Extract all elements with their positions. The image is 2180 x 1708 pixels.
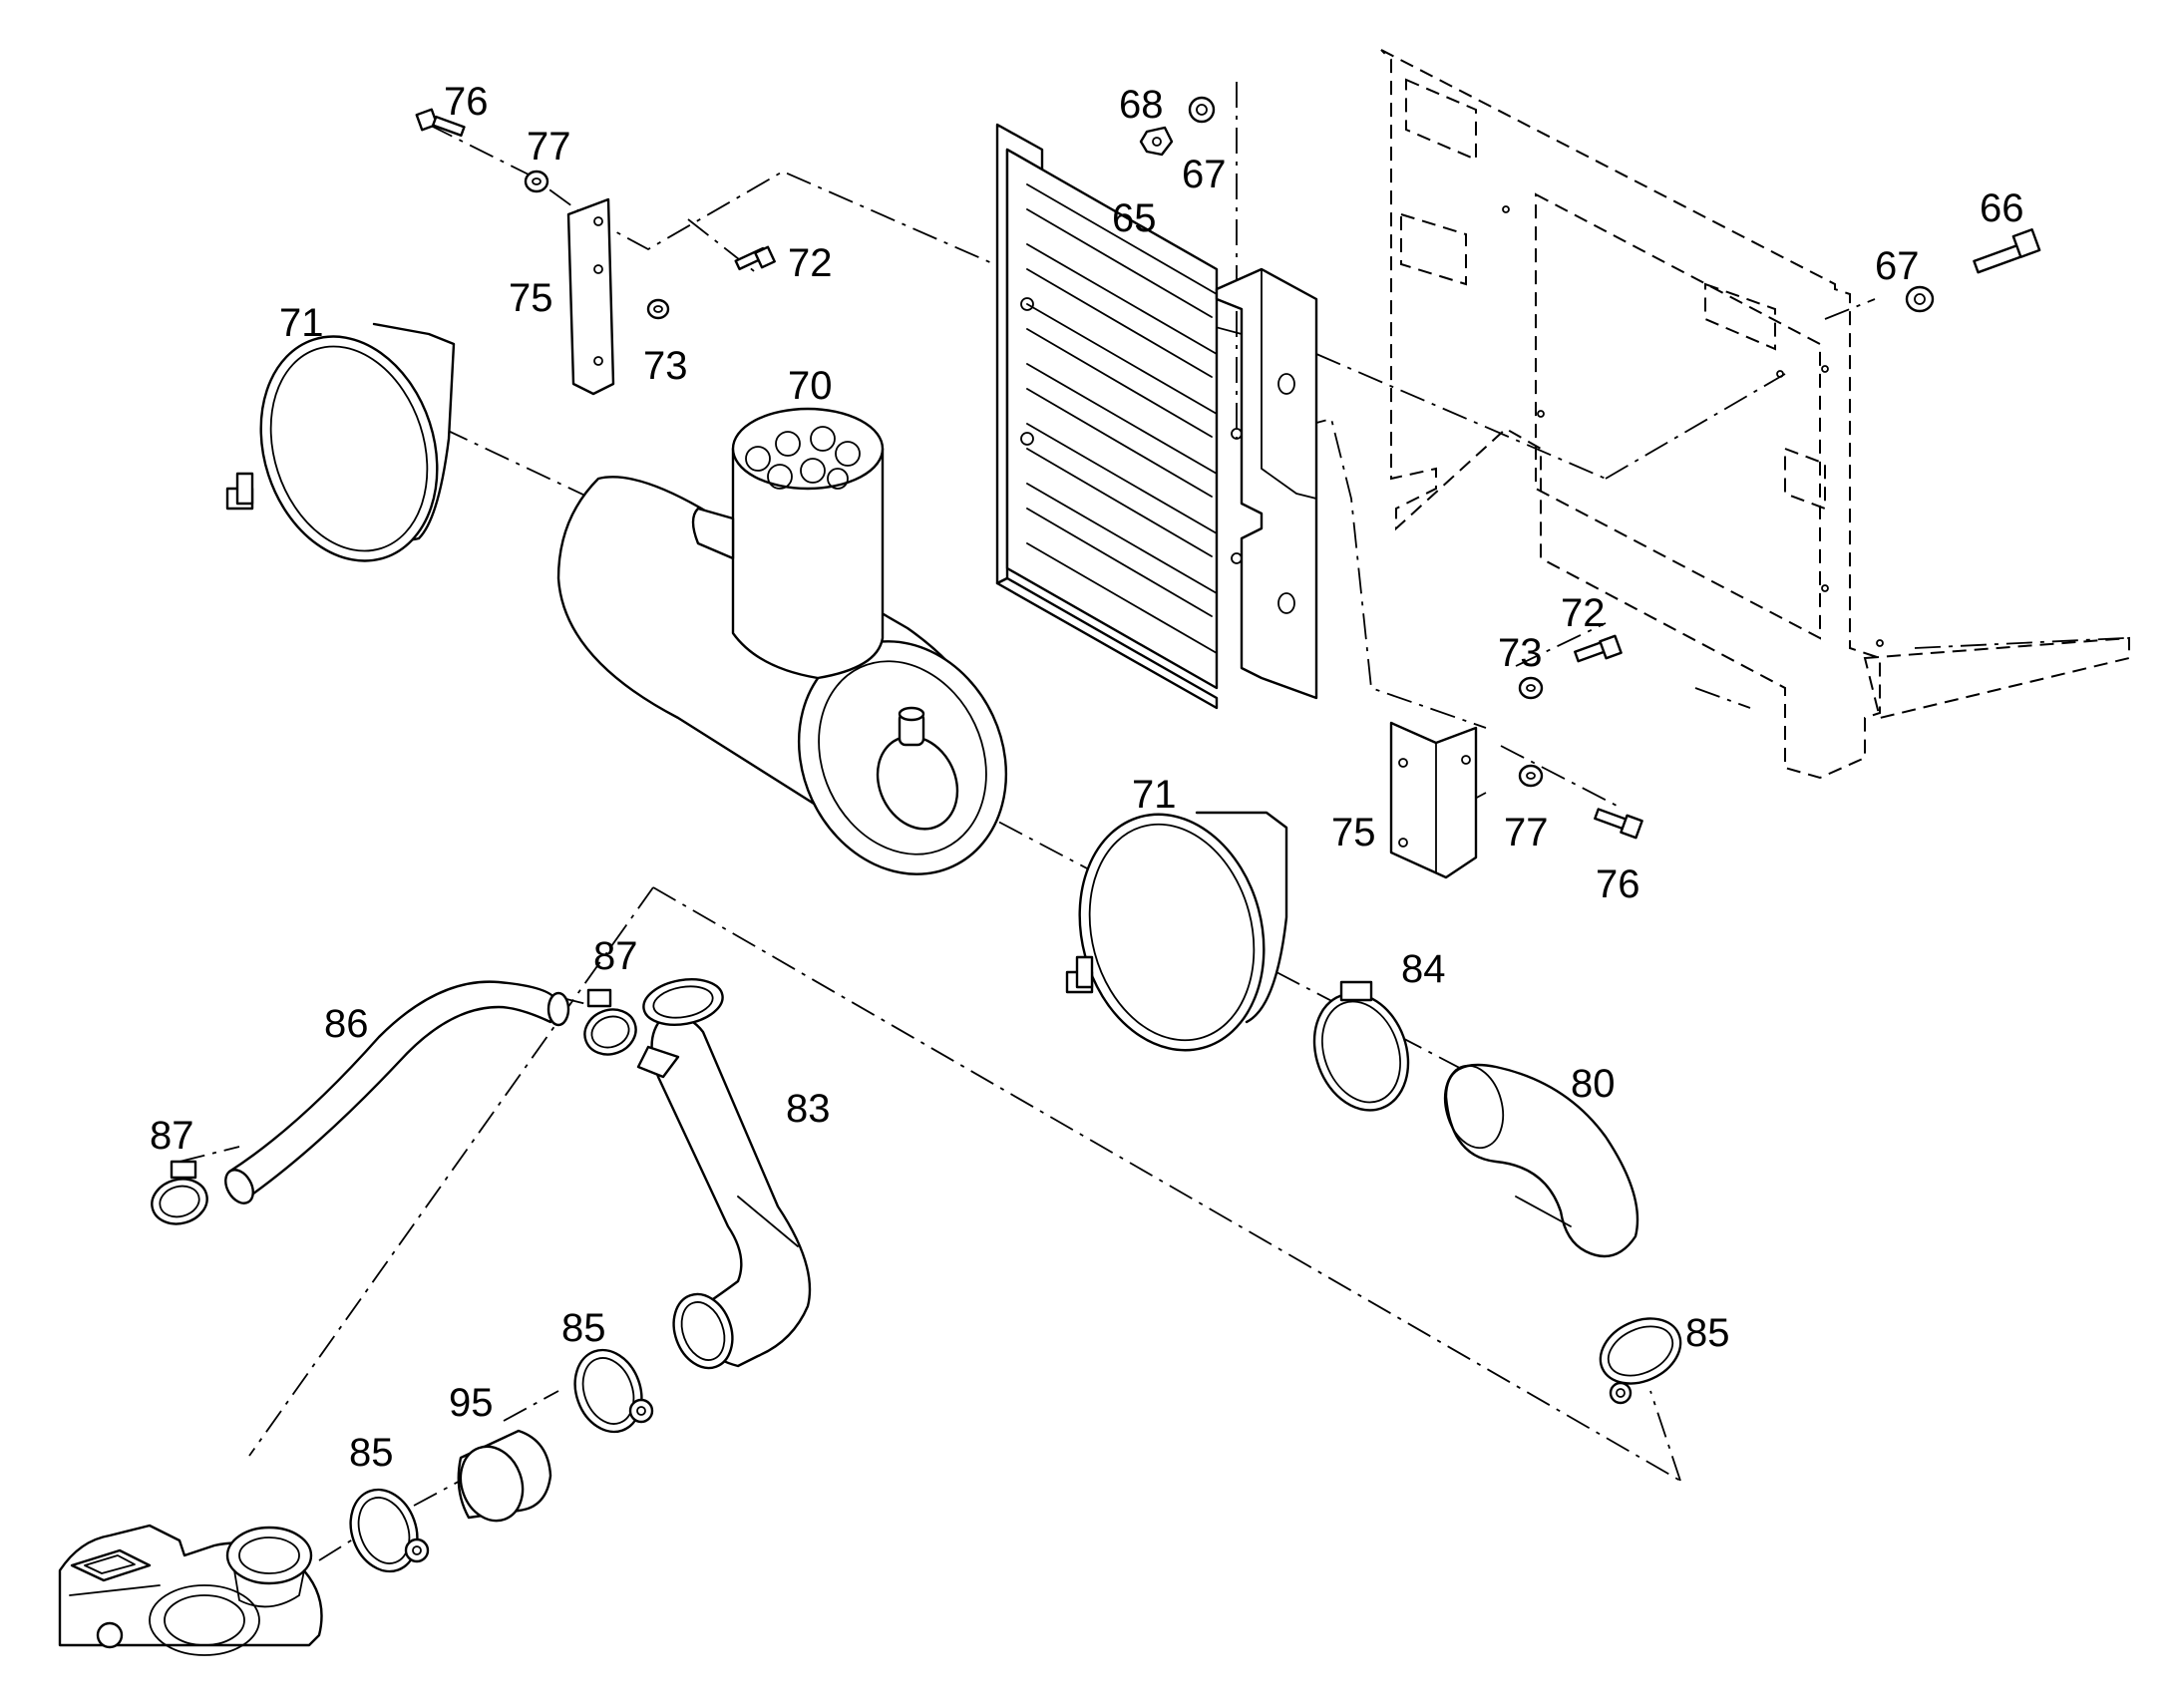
band-clamp-right xyxy=(1065,811,1288,1052)
callout-73: 73 xyxy=(1498,631,1543,675)
air-filter xyxy=(556,407,1008,875)
hose-clamp-85-middle xyxy=(573,1348,654,1434)
callout-72: 72 xyxy=(1561,591,1606,635)
callout-83: 83 xyxy=(786,1087,831,1131)
callout-65: 65 xyxy=(1112,196,1157,240)
callout-85: 85 xyxy=(561,1306,606,1350)
callout-67: 67 xyxy=(1182,153,1227,196)
elbow-hose-80 xyxy=(1443,1063,1639,1258)
callout-66: 66 xyxy=(1980,186,2024,230)
callout-87: 87 xyxy=(593,934,638,978)
small-clamp-87-lower xyxy=(151,1160,208,1225)
callout-68: 68 xyxy=(1119,83,1164,127)
hose-clamp-84 xyxy=(1312,980,1410,1112)
sleeve-95 xyxy=(457,1429,552,1523)
hose-clamp-85-right xyxy=(1599,1317,1682,1405)
mounting-bracket-left xyxy=(566,197,615,396)
callout-77: 77 xyxy=(1504,811,1549,854)
callout-labels: 65 66 67 67 68 70 71 71 72 72 73 73 75 7… xyxy=(150,80,2024,1475)
callout-75: 75 xyxy=(1331,811,1376,854)
callout-73: 73 xyxy=(643,344,688,388)
fasteners xyxy=(415,96,2041,840)
callout-85: 85 xyxy=(349,1431,394,1475)
callout-86: 86 xyxy=(324,1002,369,1046)
callout-71: 71 xyxy=(279,301,324,345)
callout-76: 76 xyxy=(1596,862,1640,906)
callout-76: 76 xyxy=(444,80,489,124)
callout-71: 71 xyxy=(1132,773,1177,817)
hose-86 xyxy=(224,980,570,1204)
callout-70: 70 xyxy=(788,364,833,408)
callout-95: 95 xyxy=(449,1381,494,1425)
small-clamp-87-upper xyxy=(583,988,637,1056)
callout-77: 77 xyxy=(527,125,571,169)
louver-panel xyxy=(995,123,1318,710)
callout-75: 75 xyxy=(509,276,553,320)
hose-clamp-85-lower xyxy=(349,1488,430,1573)
callout-84: 84 xyxy=(1401,947,1446,991)
callout-67: 67 xyxy=(1875,244,1920,288)
intake-pipe-83 xyxy=(636,978,812,1370)
callout-85: 85 xyxy=(1685,1311,1730,1355)
callout-72: 72 xyxy=(788,241,833,285)
mounting-frame xyxy=(1380,49,2130,780)
callout-80: 80 xyxy=(1571,1062,1616,1106)
band-clamp-left xyxy=(225,322,456,562)
callout-87: 87 xyxy=(150,1114,194,1158)
turbocharger xyxy=(58,1524,323,1656)
mounting-bracket-right xyxy=(1389,721,1478,879)
